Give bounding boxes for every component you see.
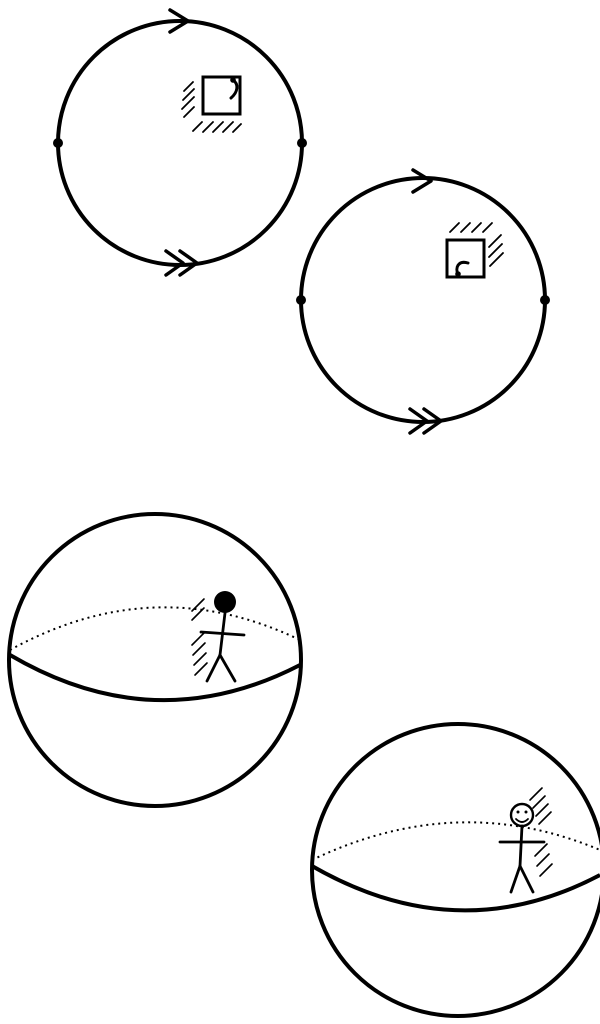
circle-diagram-1 (53, 10, 307, 275)
mirrored-square-with-curl (447, 240, 484, 277)
stick-figure-filled-head (201, 591, 244, 681)
figure-hatch-marks (192, 599, 207, 675)
front-equator (10, 655, 300, 700)
single-arrow (413, 170, 431, 192)
stick-figure-smiley (500, 804, 544, 892)
back-equator (10, 607, 300, 650)
hatch-marks (182, 82, 241, 132)
sphere-diagram-1 (9, 514, 301, 806)
circle-diagram-2 (296, 170, 550, 433)
circle-outline (301, 178, 545, 422)
sphere-outline (312, 724, 600, 1016)
right-point (297, 138, 307, 148)
sphere-diagram-2 (312, 724, 600, 1016)
back-equator (312, 822, 600, 860)
figure-hatch-marks (530, 788, 552, 876)
right-point (540, 295, 550, 305)
circle-outline (58, 21, 302, 265)
sphere-outline (9, 514, 301, 806)
left-point (296, 295, 306, 305)
front-equator (312, 866, 600, 910)
hatch-marks (450, 223, 503, 266)
left-point (53, 138, 63, 148)
square-with-curl (203, 77, 240, 114)
